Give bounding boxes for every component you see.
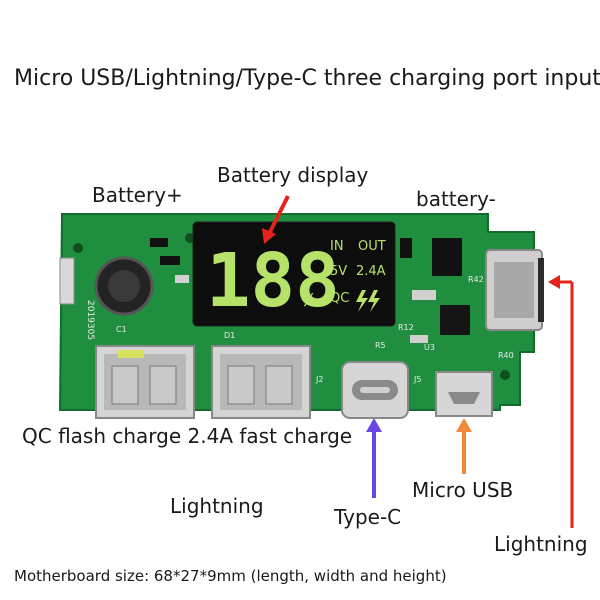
battery-display bbox=[192, 221, 396, 327]
display-out: OUT bbox=[358, 239, 386, 254]
lightning-label-left: Lightning bbox=[170, 494, 264, 518]
chip-ic bbox=[432, 238, 462, 276]
display-2-4a: 2.4A bbox=[356, 264, 386, 279]
usb-a-port-2 bbox=[211, 345, 311, 419]
smd-component bbox=[175, 275, 189, 283]
lightning-bolt-icon bbox=[356, 290, 380, 312]
silk-r12: R12 bbox=[398, 323, 414, 332]
silk-r42: R42 bbox=[468, 275, 484, 284]
mount-hole bbox=[73, 243, 83, 253]
battery-minus-label: battery- bbox=[416, 187, 496, 211]
type-c-label: Type-C bbox=[334, 505, 402, 529]
smd-component bbox=[412, 290, 436, 300]
battery-display-arrow bbox=[262, 195, 290, 244]
lightning-port bbox=[485, 249, 544, 331]
motherboard-size-caption: Motherboard size: 68*27*9mm (length, wid… bbox=[14, 567, 447, 585]
smd-component bbox=[400, 238, 412, 258]
silk-u3: U3 bbox=[424, 343, 435, 352]
mount-hole bbox=[500, 370, 510, 380]
inductor-core bbox=[108, 270, 140, 302]
qc-fast-charge-label: QC flash charge 2.4A fast charge bbox=[22, 424, 353, 448]
silk-r40: R40 bbox=[498, 351, 514, 360]
silk-c1: C1 bbox=[116, 325, 127, 334]
smd-component bbox=[160, 256, 180, 265]
smd-component bbox=[410, 335, 428, 343]
display-qc: QC bbox=[330, 291, 349, 306]
lightning-arrow bbox=[548, 275, 574, 528]
usb-a-port-1 bbox=[95, 345, 195, 419]
chip-ic bbox=[440, 305, 470, 335]
display-in: IN bbox=[330, 239, 344, 254]
silk-j2: J2 bbox=[315, 375, 323, 384]
display-5v: 5V bbox=[330, 264, 347, 279]
micro-usb-arrow bbox=[456, 418, 472, 474]
power-switch bbox=[59, 257, 75, 305]
silk-j5: J5 bbox=[413, 375, 421, 384]
page-title: Micro USB/Lightning/Type-C three chargin… bbox=[14, 66, 600, 91]
micro-usb-label: Micro USB bbox=[412, 478, 514, 502]
board-id-silk: 2019305 bbox=[85, 300, 95, 340]
micro-usb-port bbox=[435, 371, 493, 417]
display-digits: 188 bbox=[206, 238, 340, 324]
type-c-port bbox=[341, 361, 409, 419]
display-percent: % bbox=[300, 290, 317, 311]
battery-display-label: Battery display bbox=[217, 163, 369, 187]
smd-component bbox=[150, 238, 168, 247]
silk-r5: R5 bbox=[375, 341, 386, 350]
battery-plus-label: Battery+ bbox=[92, 183, 183, 207]
type-c-arrow bbox=[366, 418, 382, 498]
lightning-label-right: Lightning bbox=[494, 532, 588, 556]
silk-d1: D1 bbox=[224, 331, 235, 340]
